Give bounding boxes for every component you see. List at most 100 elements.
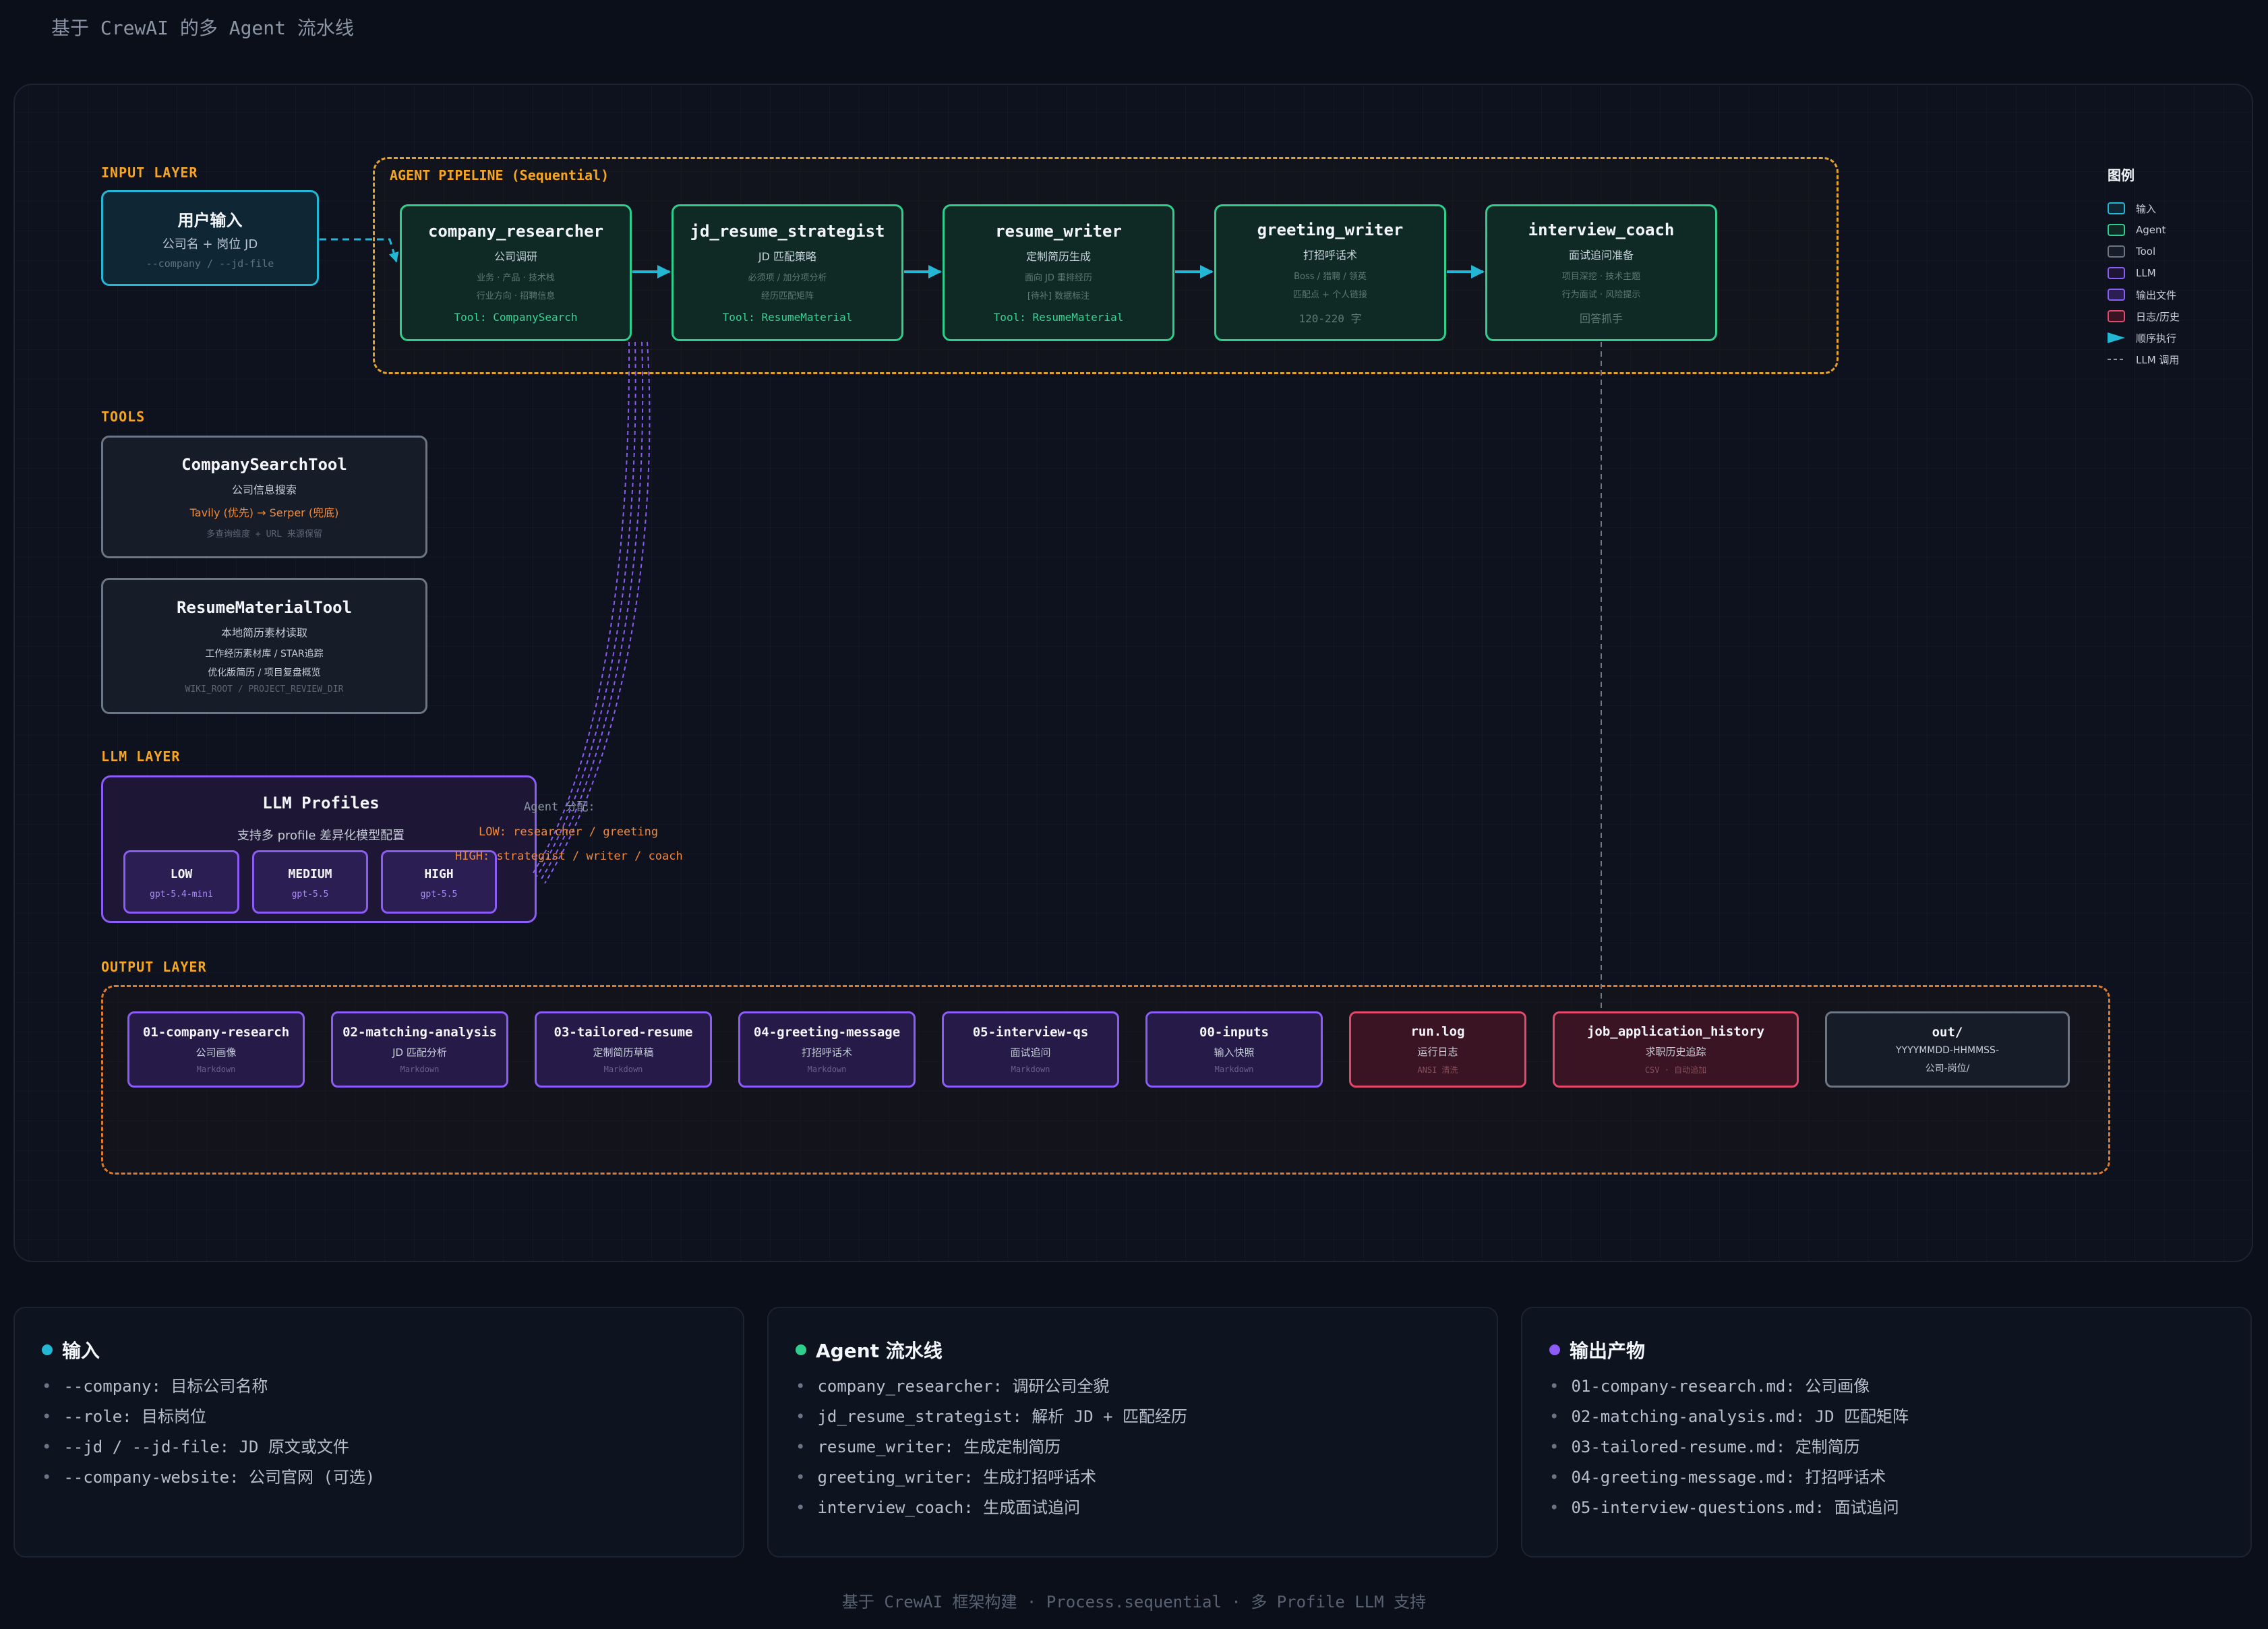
- agent-detail: 行业方向 · 招聘信息: [476, 291, 556, 301]
- list-item: 03-tailored-resume.md: 定制简历: [1549, 1432, 1909, 1462]
- agent-detail: 项目深挖 · 技术主题: [1561, 271, 1641, 282]
- output-format: 公司-岗位/: [1925, 1063, 1970, 1074]
- output-name: 03-tailored-resume: [554, 1025, 693, 1040]
- output-layer-label: OUTPUT LAYER: [101, 959, 207, 975]
- list-item: resume_writer: 生成定制简历: [796, 1432, 1187, 1462]
- output-name: 00-inputs: [1199, 1025, 1269, 1040]
- agent-name: greeting_writer: [1257, 220, 1404, 239]
- output-desc: 定制简历草稿: [593, 1046, 654, 1059]
- list-item: 01-company-research.md: 公司画像: [1549, 1371, 1909, 1402]
- agent-role: 面试追问准备: [1568, 248, 1634, 262]
- dot-icon: [796, 1344, 806, 1355]
- agent-assign-high: HIGH: strategist / writer / coach: [455, 850, 683, 863]
- list-item: company_researcher: 调研公司全貌: [796, 1371, 1187, 1402]
- tool-name: CompanySearchTool: [181, 454, 347, 474]
- output-name: run.log: [1410, 1024, 1465, 1039]
- agent-name: jd_resume_strategist: [690, 222, 885, 241]
- agent-pipeline-label: AGENT PIPELINE (Sequential): [390, 167, 609, 183]
- legend-item-tool: Tool: [2108, 241, 2180, 262]
- tool-detail: 优化版简历 / 项目复盘概览: [208, 667, 321, 678]
- tool-provider: Tavily (优先) → Serper (兜底): [189, 506, 339, 519]
- agent-role: JD 匹配策略: [758, 250, 817, 263]
- output-company-research: 01-company-research 公司画像 Markdown: [127, 1011, 305, 1088]
- agent-detail: Boss / 猎聘 / 领英: [1294, 271, 1367, 282]
- agent-tool: Tool: ResumeMaterial: [722, 311, 853, 324]
- agent-name: company_researcher: [427, 222, 604, 241]
- tool-desc: 本地简历素材读取: [220, 626, 307, 639]
- agent-company-researcher: company_researcher 公司调研 业务 · 产品 · 技术栈 行业…: [400, 204, 632, 341]
- sequential-arrow-icon: [2108, 332, 2125, 343]
- agent-tool: Tool: ResumeMaterial: [993, 311, 1124, 324]
- output-interview-qs: 05-interview-qs 面试追问 Markdown: [942, 1011, 1119, 1088]
- tool-desc: 公司信息搜索: [231, 483, 297, 496]
- legend-label: 日志/历史: [2136, 310, 2180, 323]
- output-inputs: 00-inputs 输入快照 Markdown: [1145, 1011, 1323, 1088]
- output-name: 01-company-research: [142, 1025, 290, 1040]
- legend-swatch: [2108, 289, 2125, 301]
- output-desc: 面试追问: [1010, 1046, 1051, 1059]
- output-format: Markdown: [196, 1065, 236, 1074]
- legend-label: 输出文件: [2136, 289, 2177, 301]
- output-name: 02-matching-analysis: [342, 1025, 497, 1040]
- list-item: --jd / --jd-file: JD 原文或文件: [42, 1432, 375, 1462]
- agent-assign-low: LOW: researcher / greeting: [479, 825, 659, 839]
- output-desc: 输入快照: [1214, 1046, 1255, 1059]
- agent-detail: 匹配点 + 个人链接: [1292, 289, 1368, 300]
- legend-label: 输入: [2136, 202, 2157, 215]
- list-item: 04-greeting-message.md: 打招呼话术: [1549, 1462, 1909, 1493]
- llm-profile-low: LOW gpt-5.4-mini: [123, 850, 239, 914]
- resume-material-tool: ResumeMaterialTool 本地简历素材读取 工作经历素材库 / ST…: [101, 578, 427, 714]
- user-input-node: 用户输入 公司名 + 岗位 JD --company / --jd-file: [101, 190, 319, 286]
- profile-name: LOW: [170, 867, 193, 881]
- list-item: --role: 目标岗位: [42, 1402, 375, 1432]
- card-list: company_researcher: 调研公司全貌 jd_resume_str…: [796, 1371, 1187, 1523]
- output-format: Markdown: [400, 1065, 440, 1074]
- agent-assign-title: Agent 分配:: [524, 800, 595, 814]
- legend-swatch: [2108, 202, 2125, 214]
- output-format: Markdown: [1011, 1065, 1050, 1074]
- tool-note: 多查询维度 + URL 来源保留: [206, 529, 322, 539]
- legend-item-sequential: 顺序执行: [2108, 327, 2180, 349]
- list-item: 02-matching-analysis.md: JD 匹配矩阵: [1549, 1402, 1909, 1432]
- output-desc: 求职历史追踪: [1645, 1045, 1706, 1058]
- output-out-dir: out/ YYYYMMDD-HHMMSS- 公司-岗位/: [1825, 1011, 2070, 1088]
- profile-model: gpt-5.4-mini: [150, 889, 213, 899]
- legend-swatch: [2108, 245, 2125, 258]
- user-input-desc: 公司名 + 岗位 JD: [162, 237, 258, 251]
- dot-icon: [42, 1344, 53, 1355]
- list-item: --company-website: 公司官网 (可选): [42, 1462, 375, 1493]
- input-layer-label: INPUT LAYER: [101, 165, 198, 181]
- card-header: Agent 流水线: [796, 1336, 943, 1363]
- legend: 图例 输入 Agent Tool LLM 输出文件 日志/历史 顺序执行 LLM…: [2108, 165, 2180, 370]
- output-format: Markdown: [1214, 1065, 1254, 1074]
- list-item: 05-interview-questions.md: 面试追问: [1549, 1493, 1909, 1523]
- llm-profile-high: HIGH gpt-5.5: [381, 850, 497, 914]
- legend-label: 顺序执行: [2136, 332, 2177, 345]
- output-format: ANSI 清洗: [1417, 1065, 1458, 1075]
- output-desc: YYYYMMDD-HHMMSS-: [1895, 1044, 1999, 1056]
- output-desc: 公司画像: [196, 1046, 237, 1059]
- llm-profiles-node: LLM Profiles 支持多 profile 差异化模型配置 LOW gpt…: [101, 775, 537, 923]
- legend-title: 图例: [2108, 167, 2135, 183]
- output-matching-analysis: 02-matching-analysis JD 匹配分析 Markdown: [331, 1011, 508, 1088]
- profile-name: HIGH: [424, 867, 454, 881]
- agent-detail: 行为面试 · 风险提示: [1561, 289, 1641, 300]
- agent-greeting-writer: greeting_writer 打招呼话术 Boss / 猎聘 / 领英 匹配点…: [1214, 204, 1446, 341]
- legend-label: LLM: [2136, 267, 2156, 279]
- card-header: 输出产物: [1549, 1336, 1645, 1363]
- tool-detail: 工作经历素材库 / STAR追踪: [205, 648, 324, 659]
- page-title: 基于 CrewAI 的多 Agent 流水线: [51, 17, 354, 39]
- legend-item-llm: LLM: [2108, 262, 2180, 284]
- agent-detail: 面向 JD 重排经历: [1024, 273, 1093, 283]
- agent-tool: 120-220 字: [1299, 312, 1362, 325]
- list-item: jd_resume_strategist: 解析 JD + 匹配经历: [796, 1402, 1187, 1432]
- card-list: 01-company-research.md: 公司画像 02-matching…: [1549, 1371, 1909, 1523]
- profile-model: gpt-5.5: [420, 889, 458, 899]
- list-item: greeting_writer: 生成打招呼话术: [796, 1462, 1187, 1493]
- legend-label: Agent: [2136, 224, 2166, 236]
- list-item: interview_coach: 生成面试追问: [796, 1493, 1187, 1523]
- legend-item-log: 日志/历史: [2108, 305, 2180, 327]
- llm-desc: 支持多 profile 差异化模型配置: [237, 829, 405, 843]
- llm-layer-label: LLM LAYER: [101, 748, 181, 765]
- card-title: Agent 流水线: [816, 1340, 943, 1362]
